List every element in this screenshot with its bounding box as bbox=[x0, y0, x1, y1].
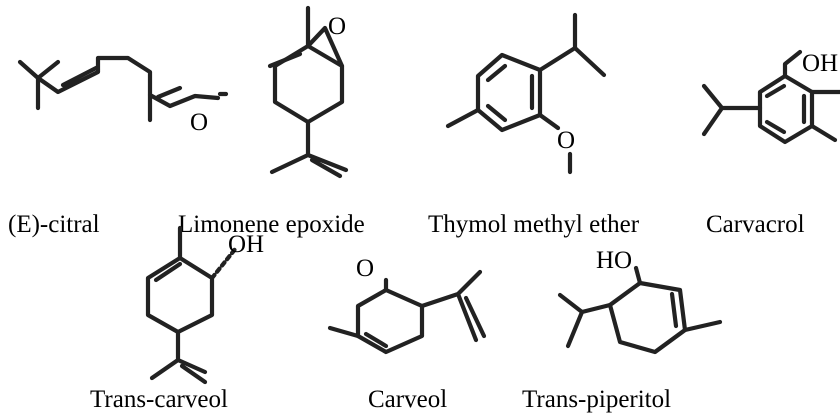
name-carvacrol: Carvacrol bbox=[706, 211, 805, 238]
structure-limonene-epoxide bbox=[267, 5, 349, 179]
molecule-limonene-epoxide: O Limonene epoxide bbox=[178, 5, 365, 238]
structure-carveol bbox=[327, 269, 487, 355]
atom-label-carvacrol: OH bbox=[802, 50, 838, 77]
atom-label-e-citral: O bbox=[190, 109, 208, 136]
atom-label-trans-carveol: OH bbox=[228, 231, 264, 258]
molecule-trans-piperitol: HO Trans-piperitol bbox=[522, 247, 723, 413]
structure-trans-piperitol bbox=[557, 265, 723, 355]
structure-e-citral bbox=[17, 55, 229, 123]
name-trans-carveol: Trans-carveol bbox=[90, 386, 228, 413]
molecule-carvacrol: OH Carvacrol bbox=[701, 49, 840, 238]
molecule-carveol: O Carveol bbox=[327, 255, 487, 413]
atom-label-limonene-epoxide: O bbox=[328, 13, 346, 40]
name-trans-piperitol: Trans-piperitol bbox=[522, 386, 671, 413]
name-limonene-epoxide: Limonene epoxide bbox=[178, 211, 365, 238]
name-e-citral: (E)-citral bbox=[8, 211, 100, 238]
molecule-thymol-methyl-ether: O Thymol methyl ether bbox=[428, 12, 640, 238]
structure-thymol-methyl-ether bbox=[445, 12, 607, 175]
atom-label-trans-piperitol: HO bbox=[596, 247, 632, 274]
structure-carvacrol bbox=[701, 49, 840, 145]
name-carveol: Carveol bbox=[368, 386, 447, 413]
molecule-trans-carveol: OH Trans-carveol bbox=[90, 225, 264, 413]
molecule-e-citral: O (E)-citral bbox=[8, 55, 229, 238]
structure-trans-carveol bbox=[145, 225, 239, 385]
atom-label-thymol-methyl-ether: O bbox=[557, 127, 575, 154]
name-thymol-methyl-ether: Thymol methyl ether bbox=[428, 211, 640, 238]
atom-label-carveol: O bbox=[356, 255, 374, 282]
